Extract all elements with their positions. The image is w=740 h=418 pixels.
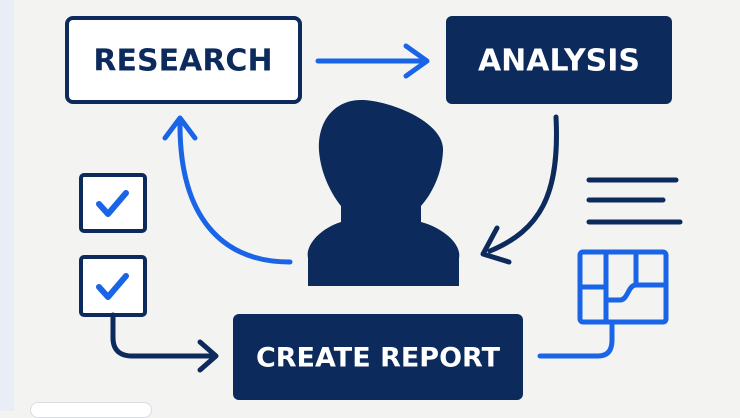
arrow-analysis-to-person: [487, 114, 559, 254]
analysis-label: ANALYSIS: [478, 44, 640, 79]
create-report-node: CREATE REPORT: [233, 314, 523, 400]
left-sidebar-strip: [0, 0, 14, 411]
analysis-node: ANALYSIS: [446, 16, 672, 104]
connector-report-to-layout: [537, 321, 615, 359]
arrowhead-checklist-to-create-report: [197, 339, 219, 373]
bottom-toolbar-chip[interactable]: [30, 402, 152, 418]
create-report-label: CREATE REPORT: [256, 343, 501, 374]
arrowhead-research-to-analysis: [403, 43, 430, 79]
research-node: RESEARCH: [65, 16, 302, 104]
text-lines-icon: [586, 177, 683, 225]
arrowhead-analysis-to-person: [480, 225, 512, 265]
arrowhead-person-to-research: [162, 115, 198, 141]
checkbox-checked-icon: [79, 173, 147, 233]
layout-chart-icon: [577, 249, 669, 325]
arrow-person-to-research: [177, 122, 293, 265]
arrow-checklist-to-create-report: [110, 312, 213, 359]
user-silhouette-icon: [307, 100, 460, 286]
checkbox-checked-icon: [79, 255, 147, 317]
research-label: RESEARCH: [93, 44, 272, 79]
